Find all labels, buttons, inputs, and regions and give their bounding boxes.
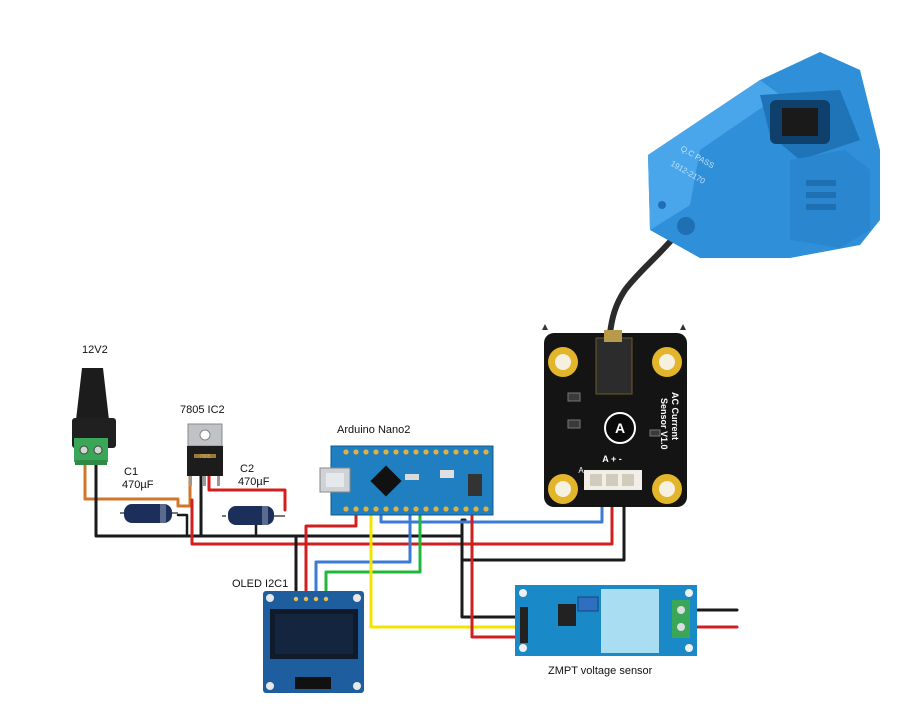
- wire-black-sensor-ground: [460, 518, 467, 538]
- arduino-pin: [413, 506, 419, 512]
- arduino-pin: [463, 506, 469, 512]
- wires: [83, 225, 739, 639]
- arduino-pin: [373, 449, 379, 455]
- ac-current-sensor-board: A A + - A AC Current Sensor V1.0: [542, 324, 687, 507]
- arduino-label: Arduino Nano2: [337, 424, 411, 436]
- arduino-pin: [483, 506, 489, 512]
- voltage-regulator-7805: [187, 423, 223, 486]
- dc-jack-label: 12V2: [82, 344, 108, 356]
- arduino-pin: [463, 449, 469, 455]
- arduino-pin: [423, 506, 429, 512]
- arduino-pin: [433, 506, 439, 512]
- arduino-pin: [453, 506, 459, 512]
- arduino-pin: [443, 449, 449, 455]
- oled-label: OLED I2C1: [232, 578, 289, 590]
- arduino-pin: [343, 449, 349, 455]
- arduino-top-pin-header: [343, 449, 489, 455]
- capacitor-c2: [222, 506, 285, 525]
- sensor-logo-letter: A: [615, 420, 625, 436]
- arduino-pin: [443, 506, 449, 512]
- zmpt-voltage-sensor: [515, 585, 697, 656]
- clamp-cable: [607, 225, 685, 336]
- arduino-pin: [353, 449, 359, 455]
- zmpt-label: ZMPT voltage sensor: [548, 665, 653, 677]
- arduino-pin: [363, 449, 369, 455]
- arduino-pin: [473, 449, 479, 455]
- arduino-pin: [473, 506, 479, 512]
- sensor-title: AC Current: [670, 392, 680, 440]
- wire-blue-oled-scl: [314, 510, 412, 599]
- regulator-label: 7805 IC2: [180, 404, 225, 416]
- wire-green-oled-sda: [324, 510, 422, 599]
- arduino-pin: [423, 449, 429, 455]
- sensor-corner-mark: A: [578, 466, 584, 475]
- wire-red-zmpt-vcc: [470, 542, 525, 639]
- wire-orange-jack-to-regulator: [83, 460, 192, 508]
- arduino-pin: [483, 449, 489, 455]
- arduino-pin: [403, 449, 409, 455]
- wire-black-zmpt-gnd: [460, 534, 525, 619]
- arduino-pin: [453, 449, 459, 455]
- arduino-bottom-pin-header: [343, 506, 489, 512]
- arduino-pin: [363, 506, 369, 512]
- c1-value-label: 470µF: [122, 479, 154, 491]
- c1-name-label: C1: [124, 466, 139, 478]
- arduino-pin: [383, 449, 389, 455]
- capacitor-c1: [120, 504, 178, 523]
- c2-name-label: C2: [240, 463, 255, 475]
- sensor-pin-marks: A + -: [602, 454, 621, 464]
- arduino-pin: [433, 449, 439, 455]
- sensor-version: Sensor V1.0: [659, 398, 669, 450]
- wire-black-c1-ground: [176, 513, 189, 538]
- wire-yellow-zmpt-out: [369, 510, 525, 629]
- current-clamp-sensor: Q.C PASS 1912-2170: [648, 52, 880, 258]
- wire-black-jack-ground: [94, 460, 464, 538]
- dc-jack: [72, 368, 116, 465]
- arduino-pin: [373, 506, 379, 512]
- arduino-nano: [319, 445, 494, 516]
- oled-display: [263, 591, 364, 693]
- arduino-pin: [403, 506, 409, 512]
- c2-value-label: 470µF: [238, 476, 270, 488]
- arduino-pin: [393, 506, 399, 512]
- wire-red-oled-vcc: [304, 510, 358, 599]
- arduino-pin: [383, 506, 389, 512]
- arduino-pin: [343, 506, 349, 512]
- wire-red-regulator-out: [207, 474, 287, 512]
- arduino-pin: [353, 506, 359, 512]
- regulator-marking: 7805: [199, 454, 210, 460]
- arduino-pin: [413, 449, 419, 455]
- arduino-pin: [393, 449, 399, 455]
